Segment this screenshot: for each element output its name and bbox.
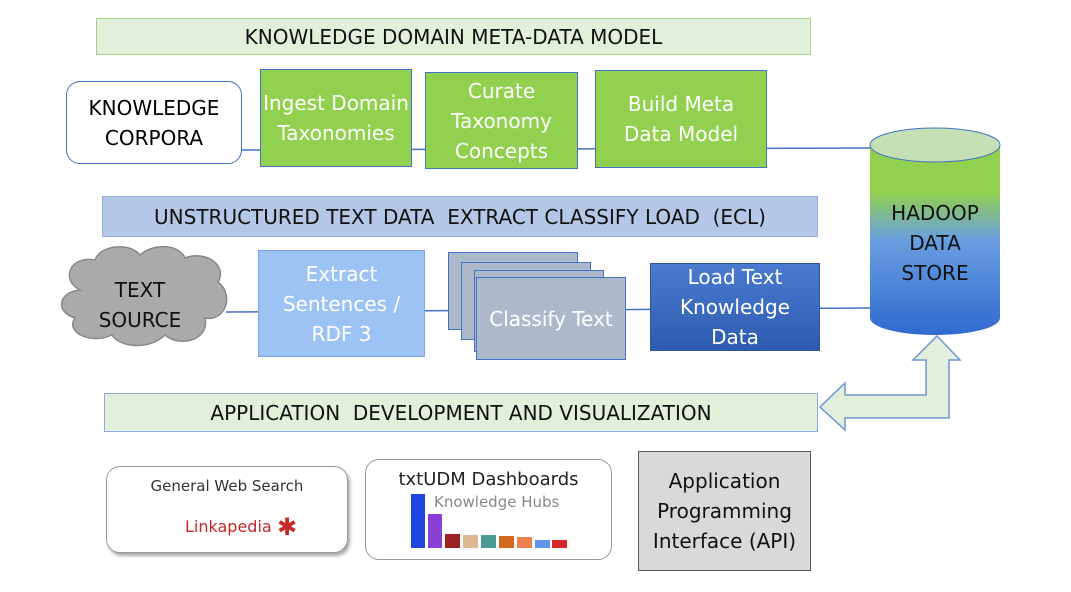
linkapedia-label: Linkapedia — [185, 517, 272, 536]
mini-bar — [411, 494, 425, 548]
text-source-cloud — [61, 246, 228, 347]
dashboards-label: txtUDM Dashboards — [398, 469, 579, 490]
mini-bar — [481, 535, 496, 548]
mini-bar — [428, 514, 442, 548]
knowledge-corpora: KNOWLEDGE CORPORA — [66, 81, 242, 164]
curate-concepts-step: Curate Taxonomy Concepts — [425, 72, 578, 169]
ecl-title: UNSTRUCTURED TEXT DATA EXTRACT CLASSIFY … — [102, 196, 818, 237]
extract-sentences-step: Extract Sentences / RDF 3 — [258, 250, 425, 357]
mini-bar — [463, 535, 478, 548]
linkapedia-logo-icon: ✱ — [277, 513, 298, 541]
mini-bar — [535, 540, 550, 548]
classify-text-step: Classify Text — [476, 277, 626, 360]
hadoop-cylinder — [869, 127, 1001, 335]
build-metadata-step: Build Meta Data Model — [595, 70, 767, 168]
load-knowledge-step: Load Text Knowledge Data — [650, 263, 820, 351]
web-search-card[interactable]: General Web Search Linkapedia ✱ — [106, 466, 348, 553]
api-box: Application Programming Interface (API) — [638, 451, 811, 571]
text-source-label: TEXT SOURCE — [98, 278, 182, 332]
mini-bar — [499, 536, 514, 548]
mini-bar-chart — [411, 494, 567, 548]
knowledge-hubs-label: Knowledge Hubs — [434, 493, 560, 511]
mini-bar — [552, 540, 567, 548]
meta-model-title: KNOWLEDGE DOMAIN META-DATA MODEL — [96, 18, 811, 55]
web-search-label: General Web Search — [150, 477, 304, 495]
bidirectional-arrow-icon — [818, 334, 962, 432]
dashboards-card[interactable]: txtUDM Dashboards Knowledge Hubs — [365, 459, 612, 560]
mini-bar — [445, 534, 460, 548]
app-dev-title: APPLICATION DEVELOPMENT AND VISUALIZATIO… — [104, 393, 818, 432]
hadoop-store-label: HADOOP DATA STORE — [891, 200, 979, 285]
mini-bar — [517, 537, 532, 548]
ingest-taxonomies-step: Ingest Domain Taxonomies — [260, 69, 412, 167]
